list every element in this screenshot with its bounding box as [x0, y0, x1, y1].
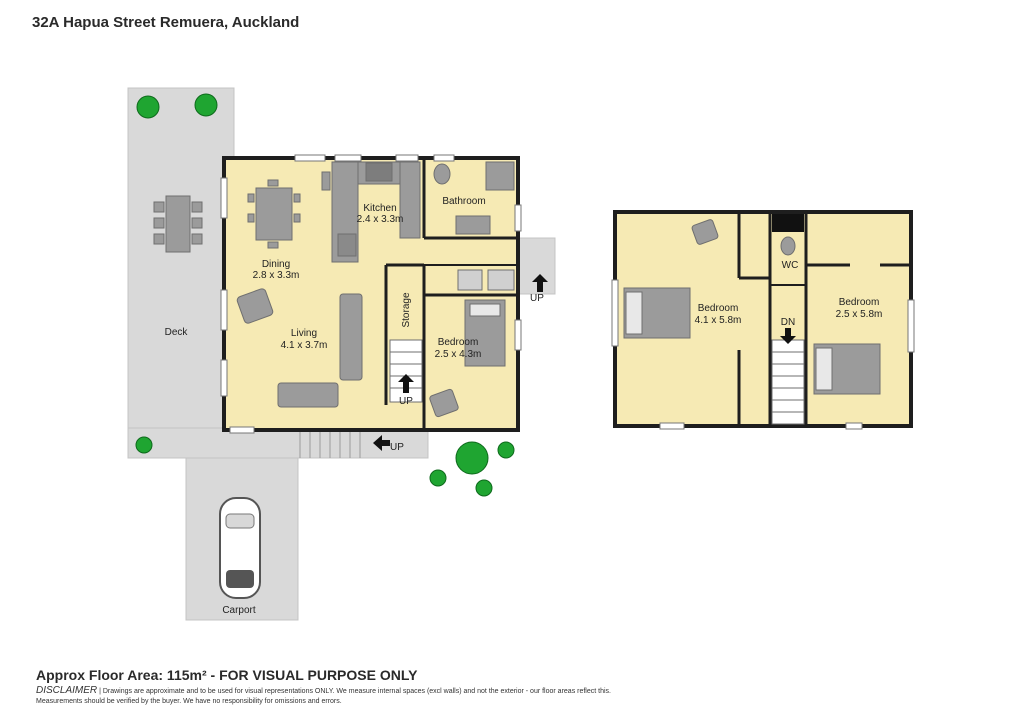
living-furniture	[236, 288, 363, 408]
bathroom-label: Bathroom	[442, 196, 485, 207]
upper-windows	[611, 279, 915, 430]
windows	[220, 154, 522, 434]
dining-size: 2.8 x 3.3m	[253, 270, 300, 281]
page-title: 32A Hapua Street Remuera, Auckland	[32, 14, 300, 31]
disclaimer: DISCLAIMER | Drawings are approximate an…	[36, 686, 636, 707]
porch-area	[516, 237, 556, 295]
front-up-arrow	[373, 435, 390, 451]
carport-label: Carport	[222, 605, 256, 616]
bedroom-upper-right-label: Bedroom	[839, 297, 880, 308]
footer: Approx Floor Area: 115m² - FOR VISUAL PU…	[36, 667, 996, 707]
kitchen-label: Kitchen	[363, 203, 396, 214]
bathroom-fixtures	[433, 161, 515, 235]
stairs-up-label: UP	[399, 396, 413, 407]
front-steps	[299, 432, 361, 458]
bedroom-furniture	[429, 269, 515, 418]
storage-label: Storage	[401, 292, 412, 327]
stairs-down-arrow	[780, 328, 796, 344]
bedroom-upper-left-size: 4.1 x 5.8m	[695, 315, 742, 326]
deck-area	[127, 87, 235, 459]
dining-table	[247, 171, 331, 249]
bedroom-upper-left-label: Bedroom	[698, 303, 739, 314]
stairs-down-label: DN	[781, 317, 795, 328]
living-label: Living	[291, 328, 317, 339]
kitchen-benches	[331, 161, 421, 263]
porch-up-arrow	[532, 274, 548, 292]
chimney	[772, 214, 804, 232]
plants	[135, 93, 515, 497]
deck-label: Deck	[165, 327, 189, 338]
car-icon	[219, 497, 261, 599]
stairs-ground	[389, 339, 423, 403]
living-size: 4.1 x 3.7m	[281, 340, 328, 351]
upper-furniture	[623, 219, 881, 395]
bedroom-ground-label: Bedroom	[438, 337, 479, 348]
porch-up-label: UP	[530, 293, 544, 304]
stairs-upper	[771, 339, 805, 425]
outdoor-table	[153, 195, 203, 253]
dining-label: Dining	[262, 259, 290, 270]
stairs-up-arrow	[398, 374, 414, 393]
bedroom-ground-size: 2.5 x 4.3m	[435, 349, 482, 360]
front-up-label: UP	[390, 442, 404, 453]
floor-area-note: Approx Floor Area: 115m² - FOR VISUAL PU…	[36, 667, 418, 683]
upper-floor-walls	[613, 210, 913, 428]
wc-label: WC	[782, 260, 799, 271]
kitchen-size: 2.4 x 3.3m	[357, 214, 404, 225]
disclaimer-label: DISCLAIMER	[36, 685, 98, 696]
bedroom-upper-right-size: 2.5 x 5.8m	[836, 309, 883, 320]
floor-plan: Deck Carport Dining 2.8 x 3.3m Kitchen 2…	[127, 87, 915, 621]
ground-floor-walls	[222, 156, 520, 432]
disclaimer-text: | Drawings are approximate and to be use…	[36, 688, 611, 705]
